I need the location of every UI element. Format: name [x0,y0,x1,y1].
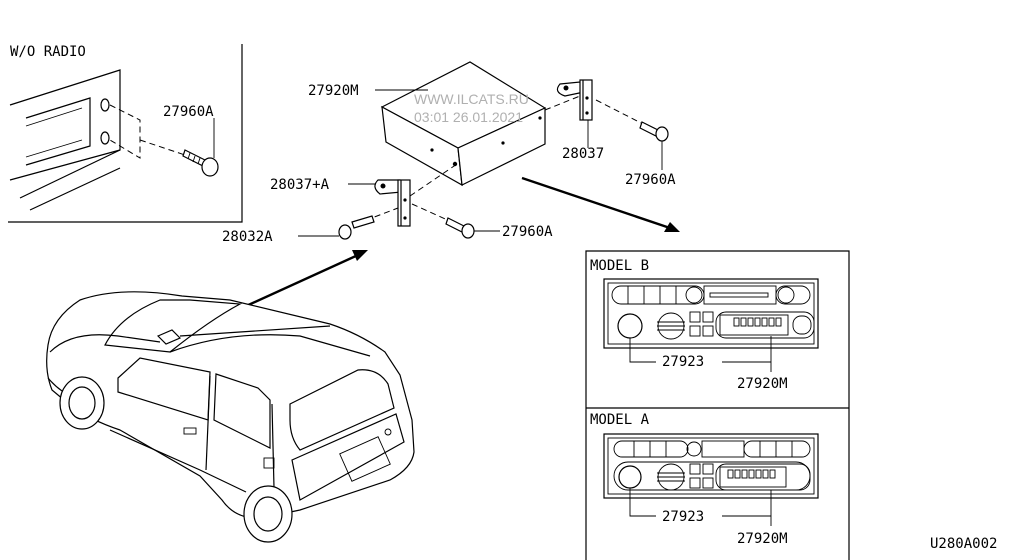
part-label-27920m: 27920M [308,83,359,99]
volume-knob [617,313,643,339]
model-b-part-27923: 27923 [662,354,704,370]
watermark-time: 03:01 26.01.2021 [414,109,523,125]
screw-icon [445,217,475,239]
part-label-28032a: 28032A [222,229,273,245]
display-segments [733,317,782,327]
radio-button-row [613,440,811,458]
part-label-28037a: 28037+A [270,177,330,193]
arrow-to-models [521,176,680,232]
model-b-panel: MODEL B [590,258,819,392]
model-a-part-27923: 27923 [662,509,704,525]
part-label-27960a-bottom: 27960A [502,224,553,240]
screw-icon [639,121,669,142]
model-a-label: MODEL A [590,412,650,428]
screw-icon [139,139,219,177]
watermark-site: WWW.ILCATS.RU [414,91,529,107]
volume-knob [618,465,642,489]
model-b-label: MODEL B [590,258,649,274]
model-a-panel: MODEL A [590,412,819,547]
wheel-icon [59,376,105,430]
model-panels: MODEL B [585,250,850,560]
bracket-28037: 28037 27960A [544,79,676,188]
diagram-code: U280A002 [930,536,997,552]
radio-button-row [611,285,811,305]
brand-logo-icon [657,463,685,491]
brand-logo-icon [657,312,685,340]
wo-radio-label: W/O RADIO [10,44,86,60]
radio-unit: 27920M WWW.ILCATS.RU 03:01 26.01.2021 [308,61,547,187]
wo-radio-inset: W/O RADIO 27960A [8,44,243,223]
model-b-part-27920m: 27920M [737,376,788,392]
screw-icon [338,215,375,240]
part-label-28037: 28037 [562,146,604,162]
display-segments [727,469,776,479]
part-label-27960a-inset: 27960A [163,104,214,120]
bracket-28037a: 28037+A 28032A 27960A [222,161,553,245]
part-label-27960a-right: 27960A [625,172,676,188]
wheel-icon [243,485,293,543]
vehicle-illustration [46,291,415,543]
model-a-part-27920m: 27920M [737,531,788,547]
